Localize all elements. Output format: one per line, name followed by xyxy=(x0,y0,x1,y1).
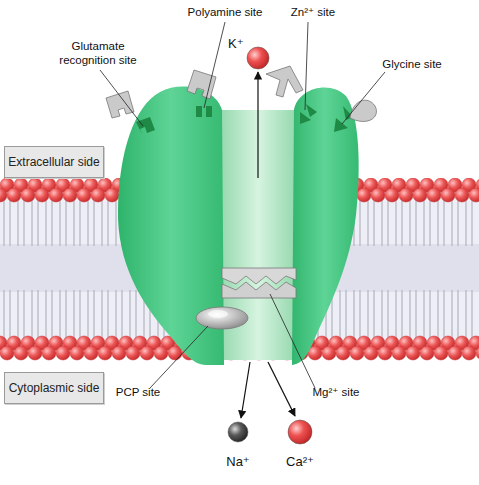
site-label: Zn²⁺ site xyxy=(282,6,344,20)
ion-shape xyxy=(282,418,318,480)
ion-particle: Ca²⁺ xyxy=(282,418,318,480)
ion-shape xyxy=(222,420,254,480)
receptor-channel xyxy=(118,86,359,365)
side-label: Extracellular side xyxy=(8,155,99,169)
polyamine-site xyxy=(196,106,202,117)
pcp-ligand xyxy=(196,307,248,329)
leader-line xyxy=(204,22,225,108)
side-label: Cytoplasmic side xyxy=(9,381,100,395)
leader-lines xyxy=(100,22,385,388)
glycine-site xyxy=(334,106,353,132)
ion-circle xyxy=(288,420,312,444)
leader-line xyxy=(342,72,385,124)
site-label: Polyamine site xyxy=(180,6,270,20)
leader-line xyxy=(100,70,143,126)
polyamine-site xyxy=(206,106,212,117)
ion-label: Ca²⁺ xyxy=(282,454,318,469)
ion-particle: K⁺ xyxy=(228,36,272,72)
site-label: Glycine site xyxy=(372,58,452,72)
magnesium-block xyxy=(222,268,296,284)
zinc-site xyxy=(300,104,317,124)
ion-flow-arrows xyxy=(241,72,295,418)
leader-line xyxy=(305,22,308,110)
ion-label: K⁺ xyxy=(228,36,244,51)
zinc-ligand xyxy=(266,66,303,97)
leader-line xyxy=(150,326,208,388)
flow-arrow xyxy=(268,362,295,416)
flow-arrow xyxy=(257,72,258,178)
ligands xyxy=(106,66,376,121)
glutamate-ligand xyxy=(106,91,134,118)
ion-circle xyxy=(247,47,269,69)
ion-label: Na⁺ xyxy=(222,454,254,469)
ion-circle xyxy=(228,422,248,442)
leader-line xyxy=(270,294,315,388)
side-label-box: Cytoplasmic side xyxy=(4,372,104,404)
side-label-box: Extracellular side xyxy=(4,146,104,178)
flow-arrow xyxy=(241,362,250,418)
site-label: Glutamate recognition site xyxy=(48,40,148,68)
site-label: Mg²⁺ site xyxy=(300,386,372,400)
site-label: PCP site xyxy=(108,386,168,400)
glutamate-site xyxy=(136,117,155,134)
ion-particle: Na⁺ xyxy=(222,420,254,480)
right-subunit xyxy=(290,88,359,365)
glycine-ligand xyxy=(350,100,376,121)
polyamine-ligand xyxy=(187,70,216,99)
magnesium-block xyxy=(222,282,296,298)
pcp-highlight xyxy=(208,310,228,318)
